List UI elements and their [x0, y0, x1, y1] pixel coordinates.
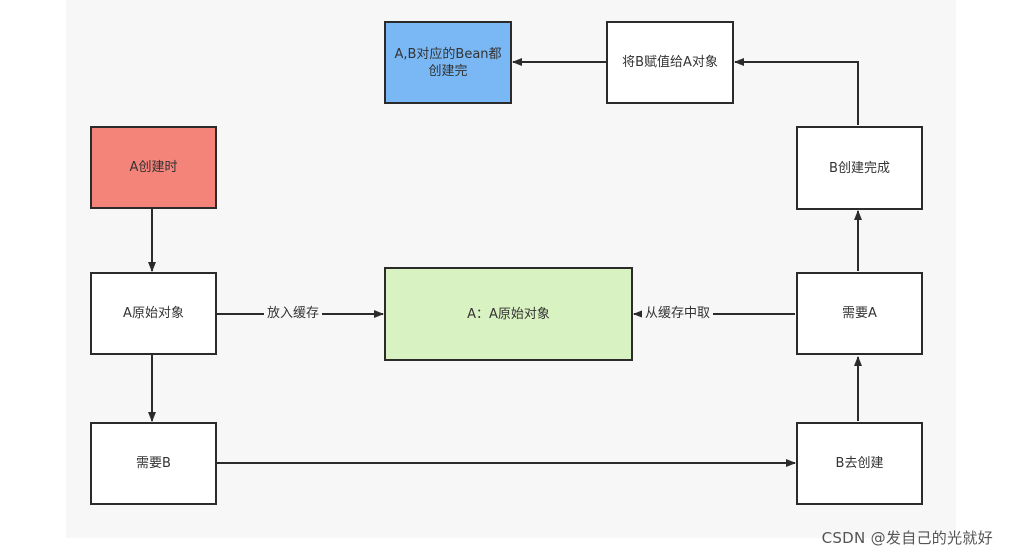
- node-a-create: A创建时: [90, 126, 217, 209]
- edge-b-done-to-assign: [734, 58, 859, 125]
- edge-label-put-cache: 放入缓存: [264, 306, 323, 322]
- node-a-raw-object: A原始对象: [90, 272, 217, 355]
- watermark: CSDN @发自己的光就好: [821, 529, 993, 547]
- node-cache: A：A原始对象: [384, 267, 633, 361]
- node-need-a: 需要A: [796, 272, 923, 355]
- node-beans-done: A,B对应的Bean都创建完: [384, 21, 512, 104]
- edge-label-get-cache: 从缓存中取: [642, 306, 714, 322]
- node-b-create: B去创建: [796, 422, 923, 505]
- node-b-done: B创建完成: [796, 126, 923, 210]
- node-need-b: 需要B: [90, 422, 217, 505]
- node-assign-b-to-a: 将B赋值给A对象: [606, 21, 734, 104]
